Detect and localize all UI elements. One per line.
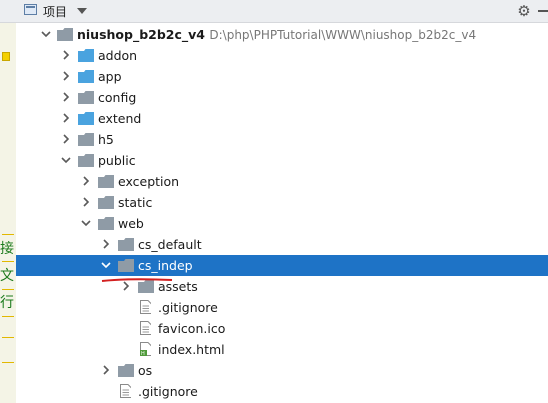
tree-row[interactable]: assets: [16, 276, 548, 297]
chevron-right-icon[interactable]: [81, 197, 90, 207]
gutter-divider: [2, 316, 14, 317]
chevron-down-icon[interactable]: [81, 218, 91, 228]
tree-row[interactable]: os: [16, 360, 548, 381]
chevron-right-icon[interactable]: [101, 365, 110, 375]
tree-item-label: .gitignore: [138, 384, 198, 399]
folder-icon: [98, 217, 114, 230]
tree-item-label: addon: [98, 48, 138, 63]
chevron-down-icon[interactable]: [41, 29, 51, 39]
tree-root-label: niushop_b2b2c_v4 D:\php\PHPTutorial\WWW\…: [77, 27, 477, 42]
tree-item-label: config: [98, 90, 137, 105]
tree-row[interactable]: cs_indep: [16, 255, 548, 276]
folder-icon: [98, 175, 114, 188]
tree-item-label: index.html: [158, 342, 225, 357]
tree-root-row[interactable]: niushop_b2b2c_v4 D:\php\PHPTutorial\WWW\…: [16, 24, 548, 45]
tree-row[interactable]: exception: [16, 171, 548, 192]
bookmark-icon: [2, 52, 10, 61]
svg-text:H: H: [141, 351, 145, 356]
file-icon: [140, 300, 151, 314]
gear-icon[interactable]: ⚙: [517, 2, 531, 20]
tree-row[interactable]: web: [16, 213, 548, 234]
project-view-icon: [24, 4, 37, 15]
root-path: D:\php\PHPTutorial\WWW\niushop_b2b2c_v4: [209, 28, 477, 42]
tree-row[interactable]: cs_default: [16, 234, 548, 255]
tree-item-label: h5: [98, 132, 114, 147]
tree-item-label: app: [98, 69, 122, 84]
folder-icon: [118, 238, 134, 251]
tree-row[interactable]: addon: [16, 45, 548, 66]
editor-gutter: 接 文 行: [0, 23, 16, 403]
folder-icon: [118, 364, 134, 377]
tree-item-label: favicon.ico: [158, 321, 226, 336]
chevron-right-icon[interactable]: [121, 281, 130, 291]
file-icon: [120, 384, 131, 398]
chevron-right-icon[interactable]: [61, 113, 70, 123]
folder-icon: [118, 259, 134, 272]
tree-row[interactable]: extend: [16, 108, 548, 129]
tree-item-label: public: [98, 153, 136, 168]
tree-item-label: exception: [118, 174, 180, 189]
tree-row[interactable]: app: [16, 66, 548, 87]
tree-row[interactable]: static: [16, 192, 548, 213]
minimize-icon[interactable]: [538, 10, 548, 12]
html-file-icon: H: [140, 342, 151, 356]
chevron-down-icon[interactable]: [101, 260, 111, 270]
folder-icon: [138, 280, 154, 293]
chevron-right-icon[interactable]: [61, 134, 70, 144]
tree-item-label: static: [118, 195, 153, 210]
tree-item-label: cs_default: [138, 237, 202, 252]
gutter-divider: [2, 289, 14, 290]
chevron-down-icon[interactable]: [61, 155, 71, 165]
folder-icon: [78, 154, 94, 167]
tree-item-label: extend: [98, 111, 142, 126]
tree-row[interactable]: .gitignore: [16, 297, 548, 318]
chevron-right-icon[interactable]: [61, 71, 70, 81]
chevron-right-icon[interactable]: [61, 50, 70, 60]
folder-icon: [78, 91, 94, 104]
gutter-divider: [2, 337, 14, 338]
gutter-divider: [2, 261, 14, 262]
chevron-right-icon[interactable]: [101, 239, 110, 249]
folder-icon: [78, 112, 94, 125]
tree-item-label: web: [118, 216, 144, 231]
chevron-down-icon[interactable]: [77, 8, 87, 14]
folder-icon: [78, 70, 94, 83]
file-icon: [140, 321, 151, 335]
folder-icon: [78, 49, 94, 62]
tree-item-label: cs_indep: [138, 258, 193, 273]
gutter-divider: [2, 234, 14, 235]
gutter-divider: [2, 362, 14, 363]
tree-row[interactable]: public: [16, 150, 548, 171]
gutter-text: 接 文 行: [0, 241, 14, 311]
tree-item-label: .gitignore: [158, 300, 218, 315]
folder-icon: [78, 133, 94, 146]
tree-row[interactable]: h5: [16, 129, 548, 150]
chevron-right-icon[interactable]: [81, 176, 90, 186]
tree-row[interactable]: .gitignore: [16, 381, 548, 402]
annotation-underline: [101, 278, 173, 282]
tree-item-label: os: [138, 363, 153, 378]
panel-title[interactable]: 项目: [43, 5, 68, 19]
tree-row[interactable]: favicon.ico: [16, 318, 548, 339]
project-panel-header: 项目 ⚙: [0, 0, 548, 23]
tree-row[interactable]: config: [16, 87, 548, 108]
folder-icon: [98, 196, 114, 209]
tree-item-label: assets: [158, 279, 198, 294]
chevron-right-icon[interactable]: [61, 92, 70, 102]
folder-icon: [57, 28, 73, 41]
